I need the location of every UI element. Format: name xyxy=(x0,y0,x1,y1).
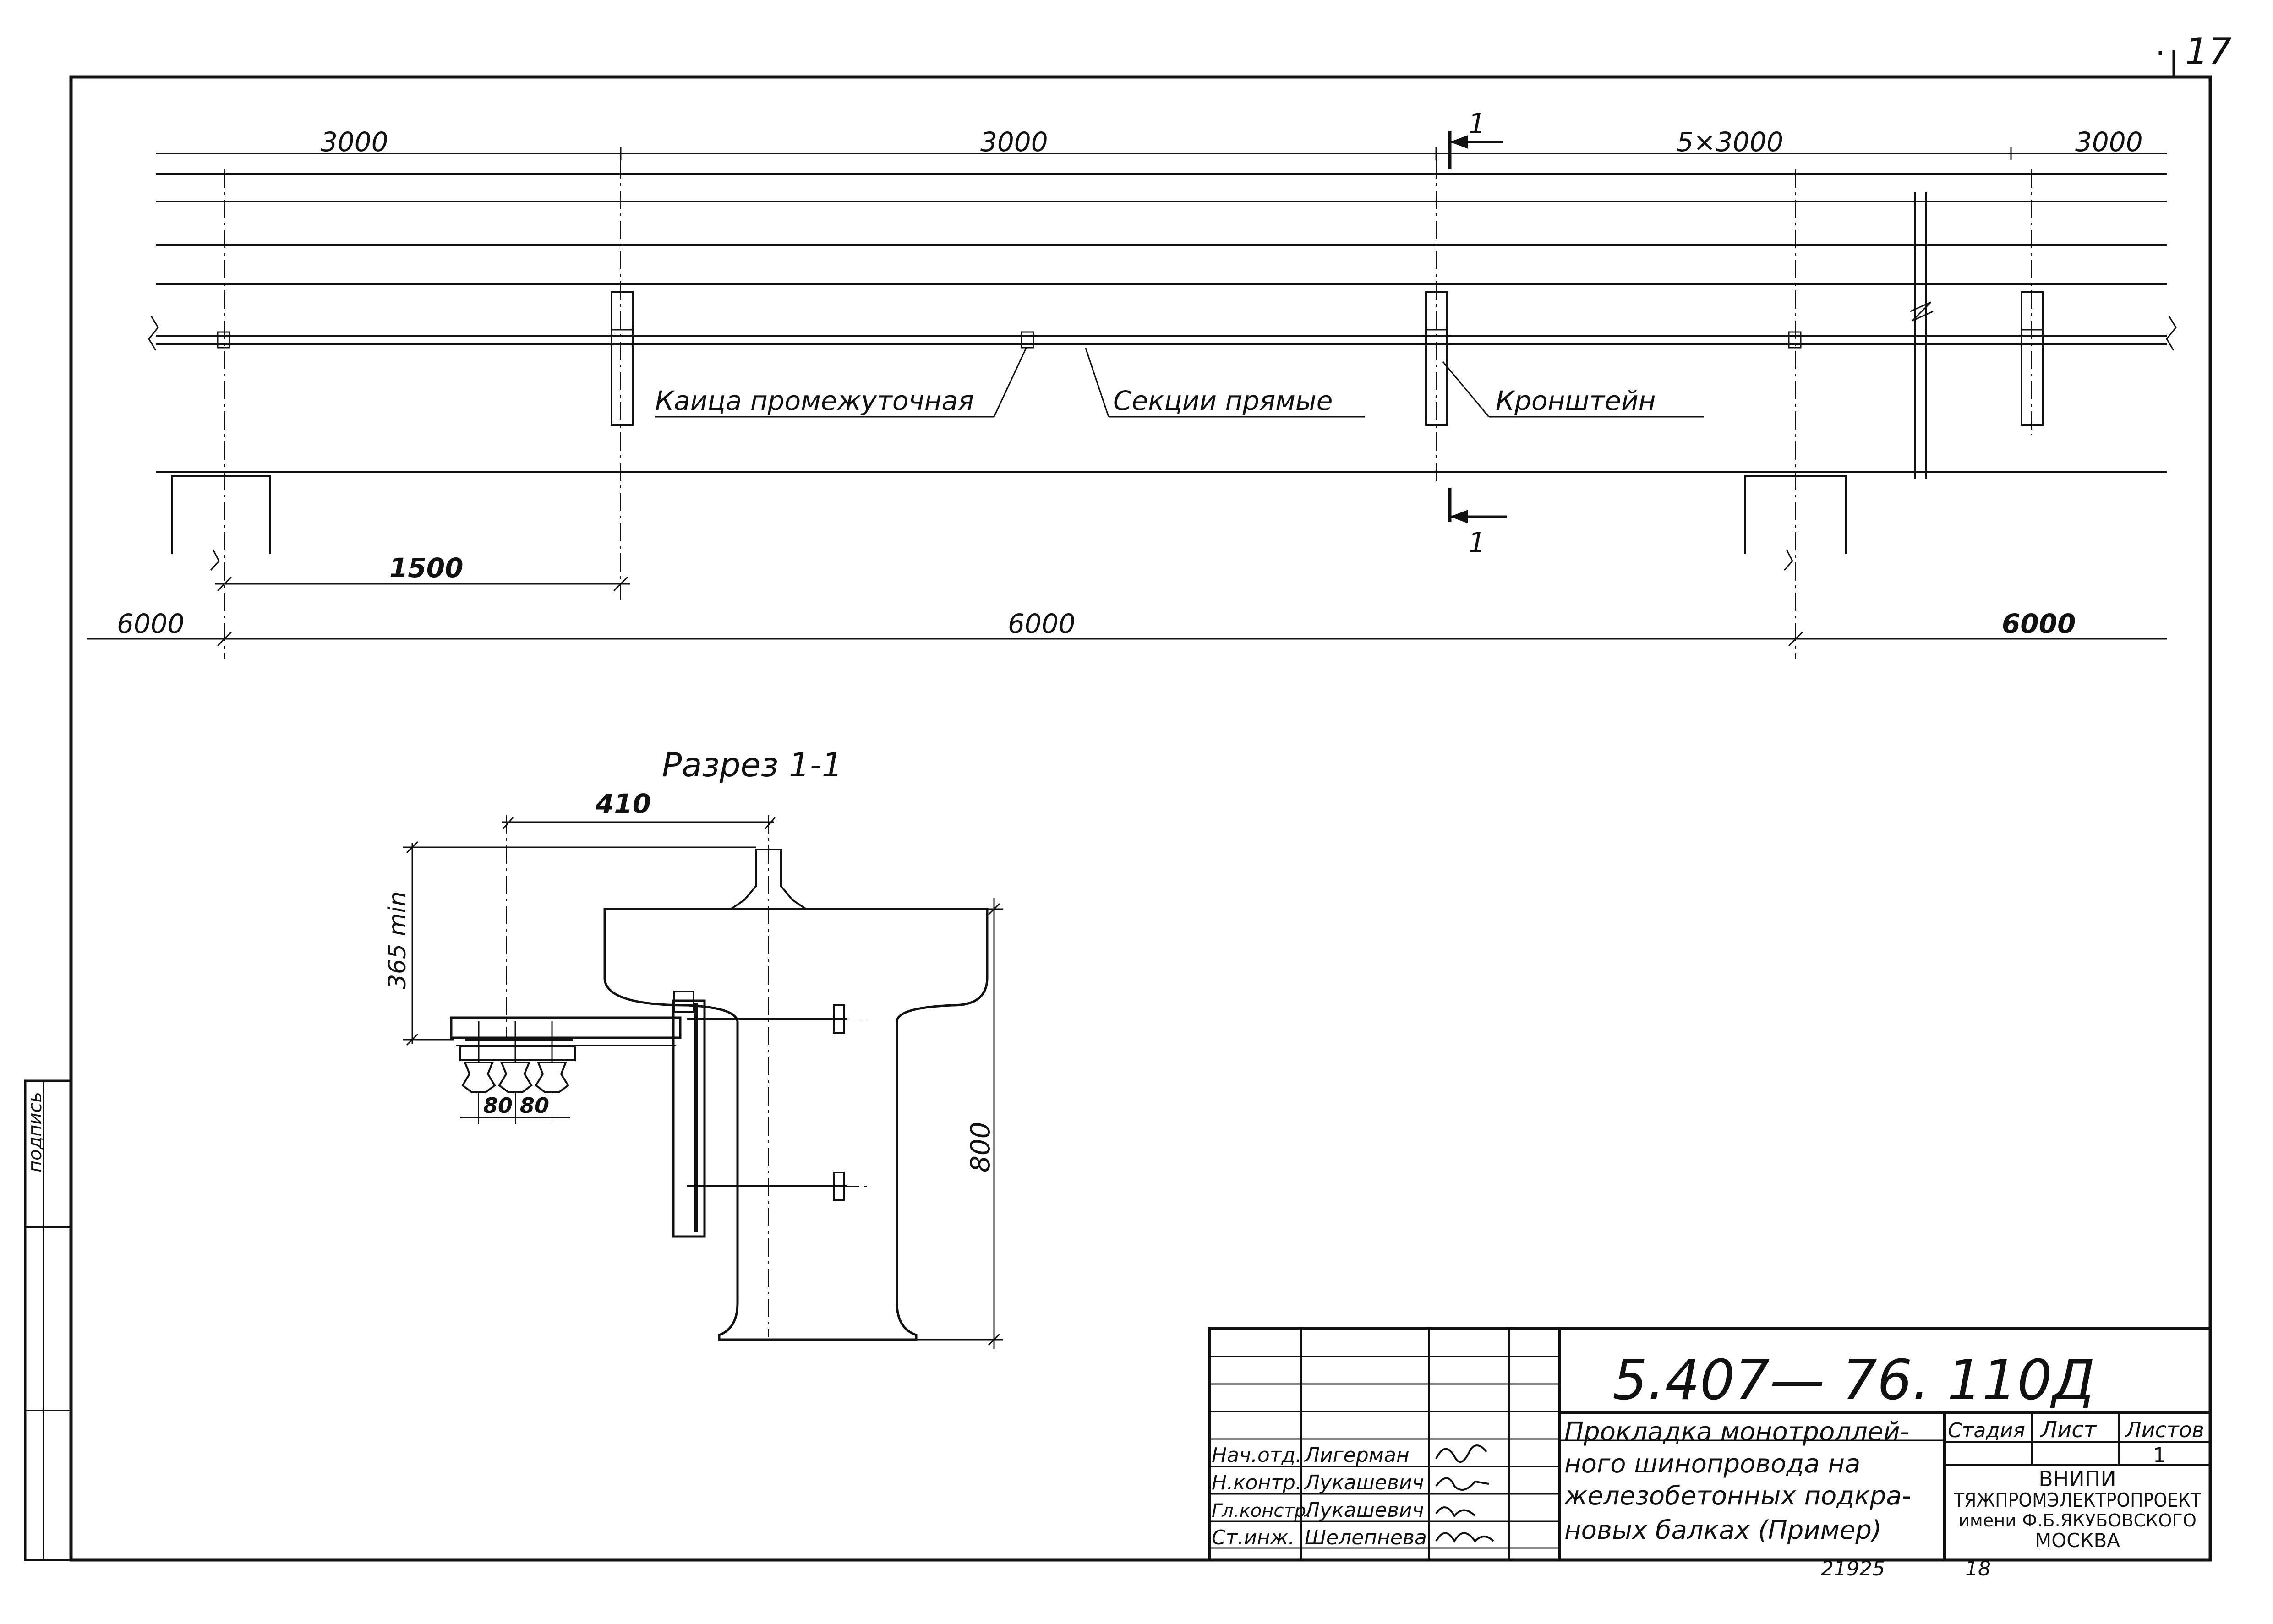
plan-view: 3000 3000 5×3000 3000 xyxy=(87,108,2177,659)
page-number: 17 xyxy=(2185,30,2232,73)
description-line-4: новых балках (Пример) xyxy=(1564,1515,1882,1545)
dim-1500: 1500 xyxy=(389,552,463,583)
name-3: Лукашевич xyxy=(1304,1499,1424,1522)
label-bracket: Кронштейн xyxy=(1496,385,1656,416)
description-line-2: ного шинопровода на xyxy=(1564,1449,1860,1479)
dim-bottom-2: 6000 xyxy=(1008,608,1076,639)
label-sections: Секции прямые xyxy=(1113,385,1333,416)
org-line-3: имени Ф.Б.ЯКУБОВСКОГО xyxy=(1958,1510,2197,1531)
callout-bracket: Кронштейн xyxy=(1442,361,1704,418)
org-line-1: ВНИПИ xyxy=(2038,1466,2116,1491)
role-2: Н.контр. xyxy=(1212,1471,1302,1494)
sheets-value: 1 xyxy=(2153,1444,2166,1467)
dim-365: 365 min xyxy=(384,891,411,989)
dim-bottom-1: 6000 xyxy=(117,608,185,639)
section-mark-bottom: 1 xyxy=(1468,527,1486,559)
dot-mark: · xyxy=(2155,34,2165,72)
callout-cap: Каица промежуточная xyxy=(655,348,1027,418)
dim-80-b: 80 xyxy=(520,1093,549,1118)
dim-410: 410 xyxy=(595,788,651,819)
role-4: Ст.инж. xyxy=(1212,1526,1295,1549)
dim-top-4: 3000 xyxy=(2075,126,2143,158)
side-stamp: подпись xyxy=(25,1092,46,1172)
footer-right: 18 xyxy=(1965,1557,1991,1580)
dim-bottom-3: 6000 xyxy=(2002,608,2076,639)
description-line-3: железобетонных подкра- xyxy=(1563,1481,1911,1511)
role-3: Гл.констр. xyxy=(1212,1500,1312,1521)
sheet-frame: · 17 подпись xyxy=(24,30,2232,1562)
dim-800: 800 xyxy=(965,1122,996,1172)
dim-top-2: 3000 xyxy=(980,126,1048,158)
description-line-1: Прокладка монотроллей- xyxy=(1564,1417,1909,1447)
header-sheets: Листов xyxy=(2125,1417,2204,1442)
org-line-2: ТЯЖПРОМЭЛЕКТРОПРОЕКТ xyxy=(1953,1489,2201,1511)
busbar-conductors: 80 80 xyxy=(459,1021,576,1124)
org-line-4: МОСКВА xyxy=(2035,1529,2120,1552)
title-block: Нач.отд. Н.контр. Гл.констр. Ст.инж. Лиг… xyxy=(1208,1327,2212,1580)
name-4: Шелепнева xyxy=(1305,1526,1427,1549)
signatures xyxy=(1435,1444,1494,1543)
header-sheet: Лист xyxy=(2040,1417,2098,1443)
name-2: Лукашевич xyxy=(1304,1471,1424,1494)
label-cap: Каица промежуточная xyxy=(655,385,974,416)
dim-top-1: 3000 xyxy=(321,126,388,158)
role-1: Нач.отд. xyxy=(1212,1444,1302,1467)
name-1: Лигерман xyxy=(1304,1444,1410,1467)
dim-top-3: 5×3000 xyxy=(1677,126,1783,158)
drawing-code: 5.407— 76. 110Д xyxy=(1612,1349,2095,1412)
dim-80-a: 80 xyxy=(483,1093,513,1118)
section-view: Разрез 1-1 410 365 min 800 xyxy=(384,746,1003,1349)
footer-left: 21925 xyxy=(1821,1557,1885,1580)
header-stage: Стадия xyxy=(1948,1419,2025,1442)
section-title: Разрез 1-1 xyxy=(662,746,843,784)
callout-sections: Секции прямые xyxy=(1085,348,1365,418)
section-mark-top: 1 xyxy=(1468,108,1486,140)
